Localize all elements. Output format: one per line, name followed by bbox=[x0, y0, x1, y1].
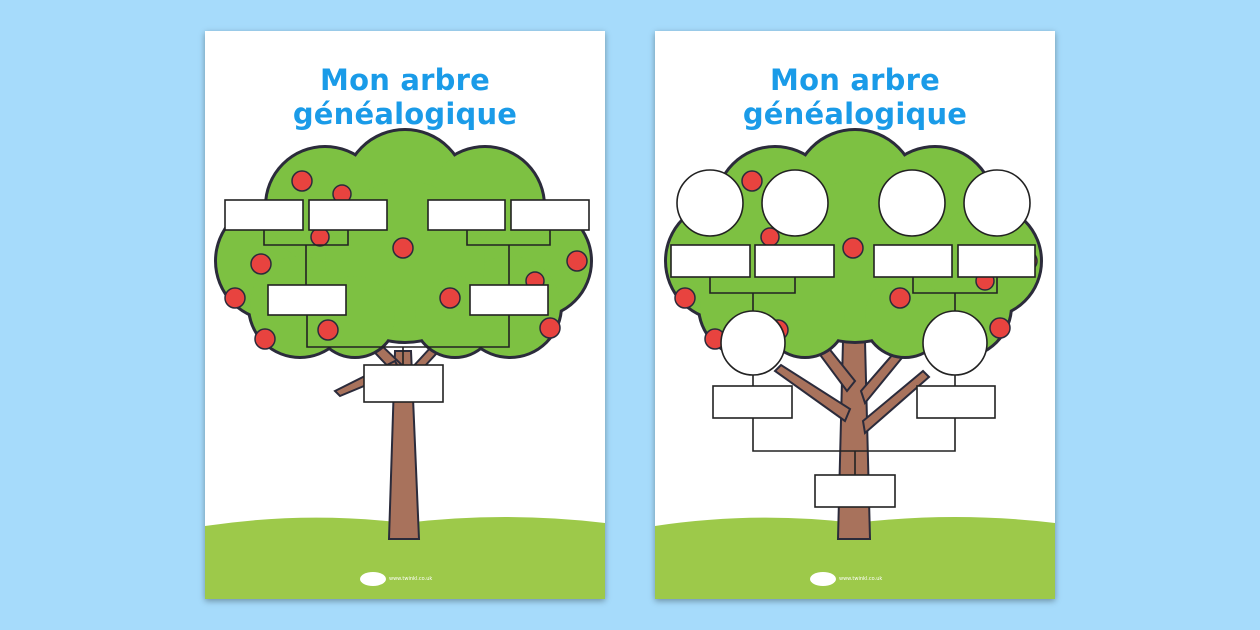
photo-circle-parent-1[interactable] bbox=[720, 310, 786, 376]
tree-connectors bbox=[263, 230, 551, 365]
worksheet-page-photos: Mon arbre généalogique www.twinkl.co.uk bbox=[655, 31, 1055, 599]
worksheet-page-boxes: Mon arbre généalogique www.twinkl.co.uk bbox=[205, 31, 605, 599]
tree-crown bbox=[667, 131, 1040, 356]
photo-circle-great-grandparent-1[interactable] bbox=[676, 169, 744, 237]
footer-website: www.twinkl.co.uk bbox=[839, 576, 883, 582]
name-box-parent-1[interactable] bbox=[712, 385, 793, 419]
name-box-great-grandparent-2[interactable] bbox=[754, 244, 835, 278]
page-title: Mon arbre généalogique bbox=[292, 63, 518, 131]
name-box-parent-1[interactable] bbox=[267, 284, 347, 316]
page-title: Mon arbre généalogique bbox=[742, 63, 968, 131]
tree-crown bbox=[217, 131, 590, 356]
name-box-great-grandparent-1[interactable] bbox=[670, 244, 751, 278]
name-box-great-grandparent-4[interactable] bbox=[510, 199, 590, 231]
name-box-child[interactable] bbox=[814, 474, 896, 508]
photo-circle-great-grandparent-2[interactable] bbox=[761, 169, 829, 237]
name-box-great-grandparent-1[interactable] bbox=[224, 199, 304, 231]
tree-connectors bbox=[709, 277, 998, 475]
twinkl-logo bbox=[810, 572, 836, 586]
family-tree-illustration bbox=[655, 31, 1055, 599]
name-box-child[interactable] bbox=[363, 364, 444, 403]
name-box-great-grandparent-2[interactable] bbox=[308, 199, 388, 231]
photo-circle-great-grandparent-4[interactable] bbox=[963, 169, 1031, 237]
name-box-great-grandparent-3[interactable] bbox=[873, 244, 953, 278]
family-tree-illustration bbox=[205, 31, 605, 599]
name-box-parent-2[interactable] bbox=[916, 385, 996, 419]
name-box-great-grandparent-3[interactable] bbox=[427, 199, 506, 231]
name-box-great-grandparent-4[interactable] bbox=[957, 244, 1036, 278]
twinkl-logo bbox=[360, 572, 386, 586]
footer-website: www.twinkl.co.uk bbox=[389, 576, 433, 582]
name-box-parent-2[interactable] bbox=[469, 284, 549, 316]
photo-circle-parent-2[interactable] bbox=[922, 310, 988, 376]
photo-circle-great-grandparent-3[interactable] bbox=[878, 169, 946, 237]
